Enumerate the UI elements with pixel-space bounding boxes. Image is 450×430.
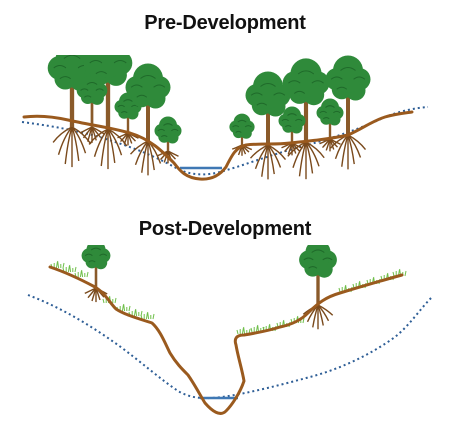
pre-development-title: Pre-Development <box>144 12 306 34</box>
post-tree-1-roots <box>84 287 108 303</box>
pre-tree-9-canopy <box>278 106 306 134</box>
pre-tree-12-roots <box>329 134 367 170</box>
pre-tree-12-canopy <box>325 55 371 101</box>
pre-tree-3-roots <box>88 128 128 170</box>
pre-ground-surface <box>22 110 414 181</box>
post-ground-surface <box>48 265 404 415</box>
pre-tree-roots <box>52 126 367 180</box>
pre-tree-11-canopy <box>316 98 344 126</box>
pre-tree-2-roots <box>79 126 105 143</box>
pre-tree-12-trunk <box>346 83 350 135</box>
pre-water-table-line <box>21 106 429 176</box>
pre-tree-trunks <box>69 67 350 151</box>
pre-tree-6-trunk <box>166 133 170 151</box>
post-tree-roots <box>84 287 334 330</box>
pre-tree-canopies <box>47 55 371 144</box>
post-development-diagram <box>27 245 433 415</box>
pre-tree-3-trunk <box>105 67 111 129</box>
pre-tree-6-canopy <box>154 116 182 144</box>
pre-tree-2-trunk <box>90 93 94 127</box>
pre-tree-9-trunk <box>290 123 294 143</box>
pre-development-diagram <box>21 55 429 181</box>
post-tree-2-trunk <box>316 263 320 305</box>
post-tree-trunks <box>94 258 320 305</box>
pre-tree-8-trunk <box>266 99 270 145</box>
pre-tree-7-trunk <box>240 129 244 145</box>
post-tree-2-roots <box>302 304 334 330</box>
pre-tree-1-trunk <box>69 72 75 127</box>
pre-tree-10-roots <box>287 141 325 180</box>
pre-tree-5-trunk <box>146 91 150 141</box>
pre-tree-11-trunk <box>328 115 332 139</box>
pre-tree-8-canopy <box>245 71 291 117</box>
pre-tree-1-roots <box>52 126 92 168</box>
post-development-title: Post-Development <box>138 218 312 240</box>
post-water-table-line <box>27 294 433 400</box>
pre-tree-7-canopy <box>229 113 255 139</box>
post-tree-2-canopy <box>299 245 337 278</box>
pre-tree-1-canopy <box>47 55 97 91</box>
pre-tree-3-canopy <box>83 55 133 86</box>
post-tree-1-canopy <box>81 245 111 270</box>
pre-tree-2-canopy <box>76 74 108 105</box>
pre-tree-5-canopy <box>125 63 171 109</box>
pre-tree-4-trunk <box>126 109 130 133</box>
post-tree-1-trunk <box>94 258 98 288</box>
pre-tree-10-canopy <box>282 58 330 106</box>
post-grass <box>50 260 407 335</box>
pre-tree-10-trunk <box>303 87 309 142</box>
pre-tree-8-roots <box>249 144 287 180</box>
post-tree-canopies <box>81 245 337 278</box>
pre-tree-5-roots <box>129 140 167 176</box>
